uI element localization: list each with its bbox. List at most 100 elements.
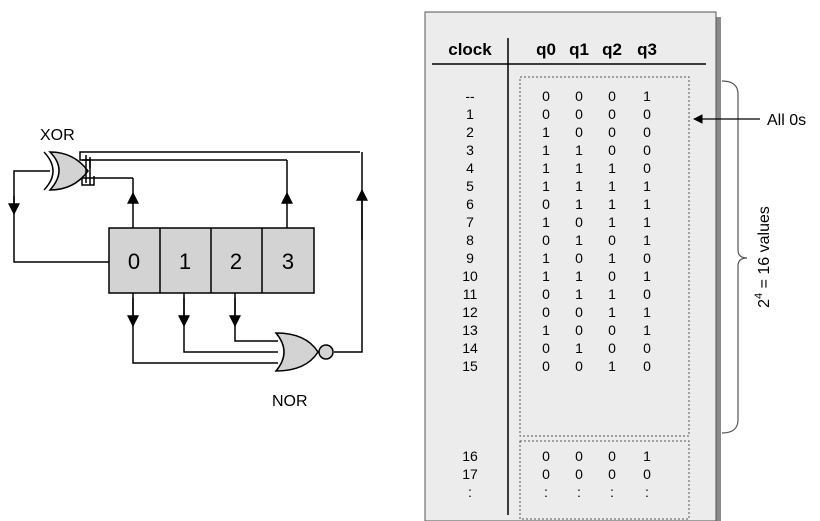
bit-cell: 1 (575, 160, 583, 176)
bit-cell: 1 (542, 250, 550, 266)
bit-cell: 0 (575, 124, 583, 140)
bit-cell: 0 (542, 106, 550, 122)
bit-cell: 1 (608, 304, 616, 320)
nor-input-q1 (183, 293, 278, 353)
bit-cell: : (544, 484, 548, 500)
bit-cell: 1 (542, 160, 550, 176)
clock-cell: 7 (466, 214, 474, 230)
bit-cell: 0 (643, 358, 651, 374)
period-box (519, 76, 690, 437)
clock-cell: 8 (466, 232, 474, 248)
bit-cell: 1 (608, 250, 616, 266)
nor-label: NOR (272, 393, 308, 410)
bit-cell: 1 (542, 124, 550, 140)
bit-cell: 1 (608, 160, 616, 176)
bit-cell: 0 (542, 358, 550, 374)
bit-cell: 0 (542, 196, 550, 212)
bit-cell: 0 (575, 466, 583, 482)
period-brace (721, 80, 748, 434)
clock-cell: 1 (466, 106, 474, 122)
bit-cell: 0 (643, 142, 651, 158)
bit-cell: 1 (575, 196, 583, 212)
bit-cell: : (645, 484, 649, 500)
clock-cell: 14 (462, 340, 478, 356)
bit-cell: 1 (643, 448, 651, 464)
bit-cell: 1 (608, 178, 616, 194)
bit-cell: 0 (542, 88, 550, 104)
column-header-q2: q2 (602, 40, 622, 59)
bit-cell: 1 (542, 178, 550, 194)
bit-cell: 1 (542, 322, 550, 338)
nor-gate (274, 332, 334, 372)
clock-cell: 12 (462, 304, 478, 320)
table-row: 2 1 0 0 0 (466, 124, 651, 140)
column-header-clock: clock (448, 40, 492, 59)
bit-cell: 0 (542, 466, 550, 482)
bit-cell: 1 (575, 286, 583, 302)
annotations: All 0s 24 = 16 values (693, 80, 806, 434)
bit-cell: 0 (575, 250, 583, 266)
bit-cell: 0 (575, 106, 583, 122)
bit-cell: 0 (608, 124, 616, 140)
bit-cell: 0 (542, 340, 550, 356)
bit-cell: 0 (643, 160, 651, 176)
bit-cell: 0 (575, 88, 583, 104)
bit-cell: 1 (575, 142, 583, 158)
clock-cell: 9 (466, 250, 474, 266)
clock-cell: -- (465, 88, 475, 104)
bit-cell: 0 (575, 322, 583, 338)
clock-cell: 2 (466, 124, 474, 140)
clock-cell: 15 (462, 358, 478, 374)
clock-cell: 5 (466, 178, 474, 194)
bit-cell: 1 (608, 196, 616, 212)
bit-cell: 1 (608, 358, 616, 374)
bit-cell: 0 (575, 214, 583, 230)
xor-input-wire-2 (81, 176, 95, 186)
bit-cell: 1 (643, 178, 651, 194)
register-cell-1: 1 (179, 249, 191, 274)
bit-cell: 0 (608, 142, 616, 158)
nor-input-q2 (234, 293, 278, 342)
circuit: XOR (7, 127, 368, 410)
bit-cell: 0 (643, 124, 651, 140)
bit-cell: 0 (542, 232, 550, 248)
sixteen-values-label: 24 = 16 values (753, 206, 773, 308)
bit-cell: : (610, 484, 614, 500)
bit-cell: 1 (643, 232, 651, 248)
column-header-q0: q0 (536, 40, 556, 59)
bit-cell: 0 (542, 448, 550, 464)
bit-cell: 1 (608, 214, 616, 230)
clock-cell: 6 (466, 196, 474, 212)
bit-cell: 1 (643, 196, 651, 212)
repeat-box (519, 440, 690, 520)
bit-cell: 0 (608, 88, 616, 104)
bit-cell: 0 (575, 448, 583, 464)
bit-cell: 1 (643, 304, 651, 320)
bit-cell: 1 (542, 214, 550, 230)
clock-cell: 3 (466, 142, 474, 158)
bit-cell: 1 (575, 340, 583, 356)
bit-cell: 0 (608, 268, 616, 284)
column-header-q3: q3 (637, 40, 657, 59)
bit-cell: 0 (608, 340, 616, 356)
bit-cell: 0 (608, 232, 616, 248)
clock-cell: 10 (462, 268, 478, 284)
xor-label: XOR (40, 127, 75, 144)
